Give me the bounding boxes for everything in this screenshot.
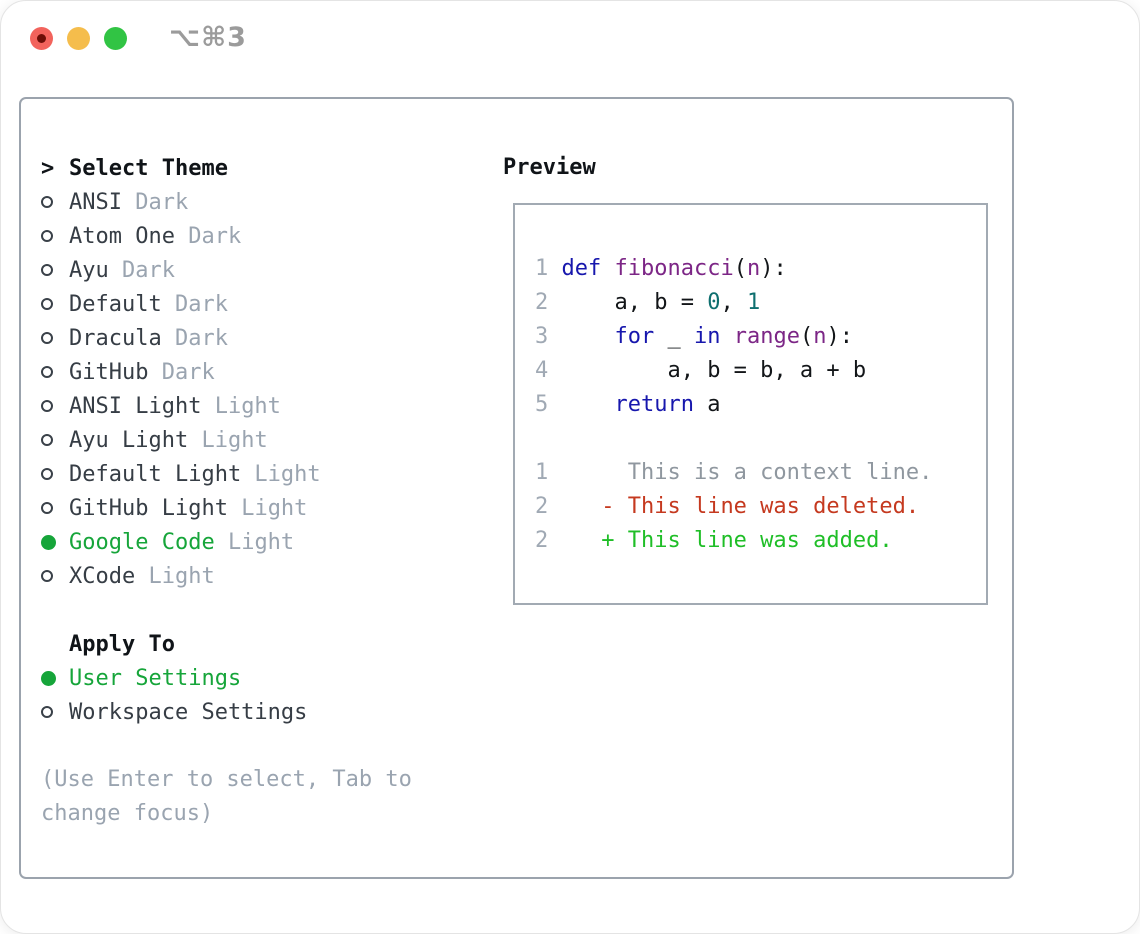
radio-unselected-icon bbox=[41, 434, 69, 446]
apply-option-label: Workspace Settings bbox=[69, 699, 308, 725]
preview-box: 1 def fibonacci(n): 2 a, b = 0, 1 3 for _ … bbox=[513, 203, 988, 605]
diff-line-deleted: 2 - This line was deleted. bbox=[535, 494, 920, 519]
theme-option-default[interactable]: Default Dark bbox=[41, 287, 412, 321]
spacer bbox=[41, 729, 412, 763]
line-number: 5 bbox=[535, 392, 562, 417]
line-number: 2 bbox=[535, 528, 562, 553]
line-number: 1 bbox=[535, 460, 562, 485]
theme-variant-label: Light bbox=[227, 495, 308, 521]
theme-option-github[interactable]: GitHub Dark bbox=[41, 355, 412, 389]
diff-line-context: 1 This is a context line. bbox=[535, 460, 933, 485]
preview-title: Preview bbox=[503, 155, 596, 180]
line-number: 4 bbox=[535, 358, 562, 383]
code-line: 1 def fibonacci(n): bbox=[535, 256, 787, 281]
window-title: ⌥⌘3 bbox=[169, 22, 247, 53]
unsaved-dot-icon bbox=[37, 34, 46, 43]
diff-line-added: 2 + This line was added. bbox=[535, 528, 893, 553]
radio-unselected-icon bbox=[41, 264, 69, 276]
code-line: 2 a, b = 0, 1 bbox=[535, 290, 761, 315]
theme-variant-label: Light bbox=[201, 393, 281, 419]
spacer bbox=[41, 593, 412, 627]
theme-name: Google Code bbox=[69, 529, 215, 555]
radio-unselected-icon bbox=[41, 230, 69, 242]
theme-variant-label: Dark bbox=[121, 189, 189, 215]
line-number: 1 bbox=[535, 256, 562, 281]
blank-line bbox=[535, 422, 986, 456]
line-number: 2 bbox=[535, 290, 562, 315]
theme-variant-label: Light bbox=[214, 529, 295, 555]
radio-unselected-icon bbox=[41, 502, 69, 514]
theme-name: Ayu Light bbox=[69, 427, 189, 453]
theme-name: Dracula bbox=[69, 325, 162, 351]
theme-option-ayu[interactable]: Ayu Dark bbox=[41, 253, 412, 287]
theme-name: XCode bbox=[69, 563, 136, 589]
theme-list-header-row: > Select Theme bbox=[41, 151, 412, 185]
theme-variant-label: Dark bbox=[108, 257, 175, 283]
titlebar: ⌥⌘3 bbox=[1, 1, 1139, 73]
theme-option-ansi-light[interactable]: ANSI Light Light bbox=[41, 389, 412, 423]
hint-text: (Use Enter to select, Tab to change focu… bbox=[41, 767, 412, 826]
theme-variant-label: Light bbox=[188, 427, 268, 453]
code-line: 3 for _ in range(n): bbox=[535, 324, 853, 349]
theme-name: ANSI Light bbox=[69, 393, 202, 419]
line-number: 3 bbox=[535, 324, 562, 349]
radio-unselected-icon bbox=[41, 570, 69, 582]
theme-variant-label: Dark bbox=[148, 359, 215, 385]
radio-unselected-icon bbox=[41, 400, 69, 412]
theme-list-title: Select Theme bbox=[69, 155, 228, 181]
theme-name: GitHub bbox=[69, 359, 149, 385]
radio-unselected-icon bbox=[41, 706, 69, 718]
theme-option-google-code[interactable]: Google Code Light bbox=[41, 525, 412, 559]
radio-unselected-icon bbox=[41, 366, 69, 378]
theme-option-default-light[interactable]: Default Light Light bbox=[41, 457, 412, 491]
theme-option-ayu-light[interactable]: Ayu Light Light bbox=[41, 423, 412, 457]
radio-selected-icon bbox=[41, 670, 69, 686]
theme-name: GitHub Light bbox=[69, 495, 228, 521]
code-line: 4 a, b = b, a + b bbox=[535, 358, 867, 383]
theme-name: Default bbox=[69, 291, 162, 317]
theme-option-xcode[interactable]: XCode Light bbox=[41, 559, 412, 593]
radio-unselected-icon bbox=[41, 298, 69, 310]
close-button[interactable] bbox=[30, 27, 53, 50]
theme-variant-label: Light bbox=[241, 461, 321, 487]
apply-option-user-settings[interactable]: User Settings bbox=[41, 661, 412, 695]
theme-variant-label: Dark bbox=[161, 291, 228, 317]
theme-name: Default Light bbox=[69, 461, 242, 487]
line-number: 2 bbox=[535, 494, 562, 519]
theme-option-dracula[interactable]: Dracula Dark bbox=[41, 321, 412, 355]
apply-option-workspace-settings[interactable]: Workspace Settings bbox=[41, 695, 412, 729]
theme-option-ansi[interactable]: ANSI Dark bbox=[41, 185, 412, 219]
radio-unselected-icon bbox=[41, 468, 69, 480]
radio-unselected-icon bbox=[41, 196, 69, 208]
theme-variant-label: Dark bbox=[161, 325, 228, 351]
theme-option-atom-one[interactable]: Atom One Dark bbox=[41, 219, 412, 253]
apply-to-header-row: Apply To bbox=[41, 627, 412, 661]
radio-unselected-icon bbox=[41, 332, 69, 344]
theme-name: Atom One bbox=[69, 223, 175, 249]
theme-name: Ayu bbox=[69, 257, 109, 283]
radio-selected-icon bbox=[41, 534, 69, 550]
theme-option-github-light[interactable]: GitHub Light Light bbox=[41, 491, 412, 525]
code-preview: 1 def fibonacci(n): 2 a, b = 0, 1 3 for _ … bbox=[535, 252, 986, 558]
minimize-button[interactable] bbox=[67, 27, 90, 50]
prompt-cursor-icon: > bbox=[41, 155, 55, 181]
theme-variant-label: Light bbox=[135, 563, 215, 589]
maximize-button[interactable] bbox=[104, 27, 127, 50]
theme-variant-label: Dark bbox=[174, 223, 242, 249]
apply-to-title: Apply To bbox=[69, 631, 175, 657]
apply-option-label: User Settings bbox=[69, 665, 242, 691]
theme-name: ANSI bbox=[69, 189, 122, 215]
code-line: 5 return a bbox=[535, 392, 721, 417]
